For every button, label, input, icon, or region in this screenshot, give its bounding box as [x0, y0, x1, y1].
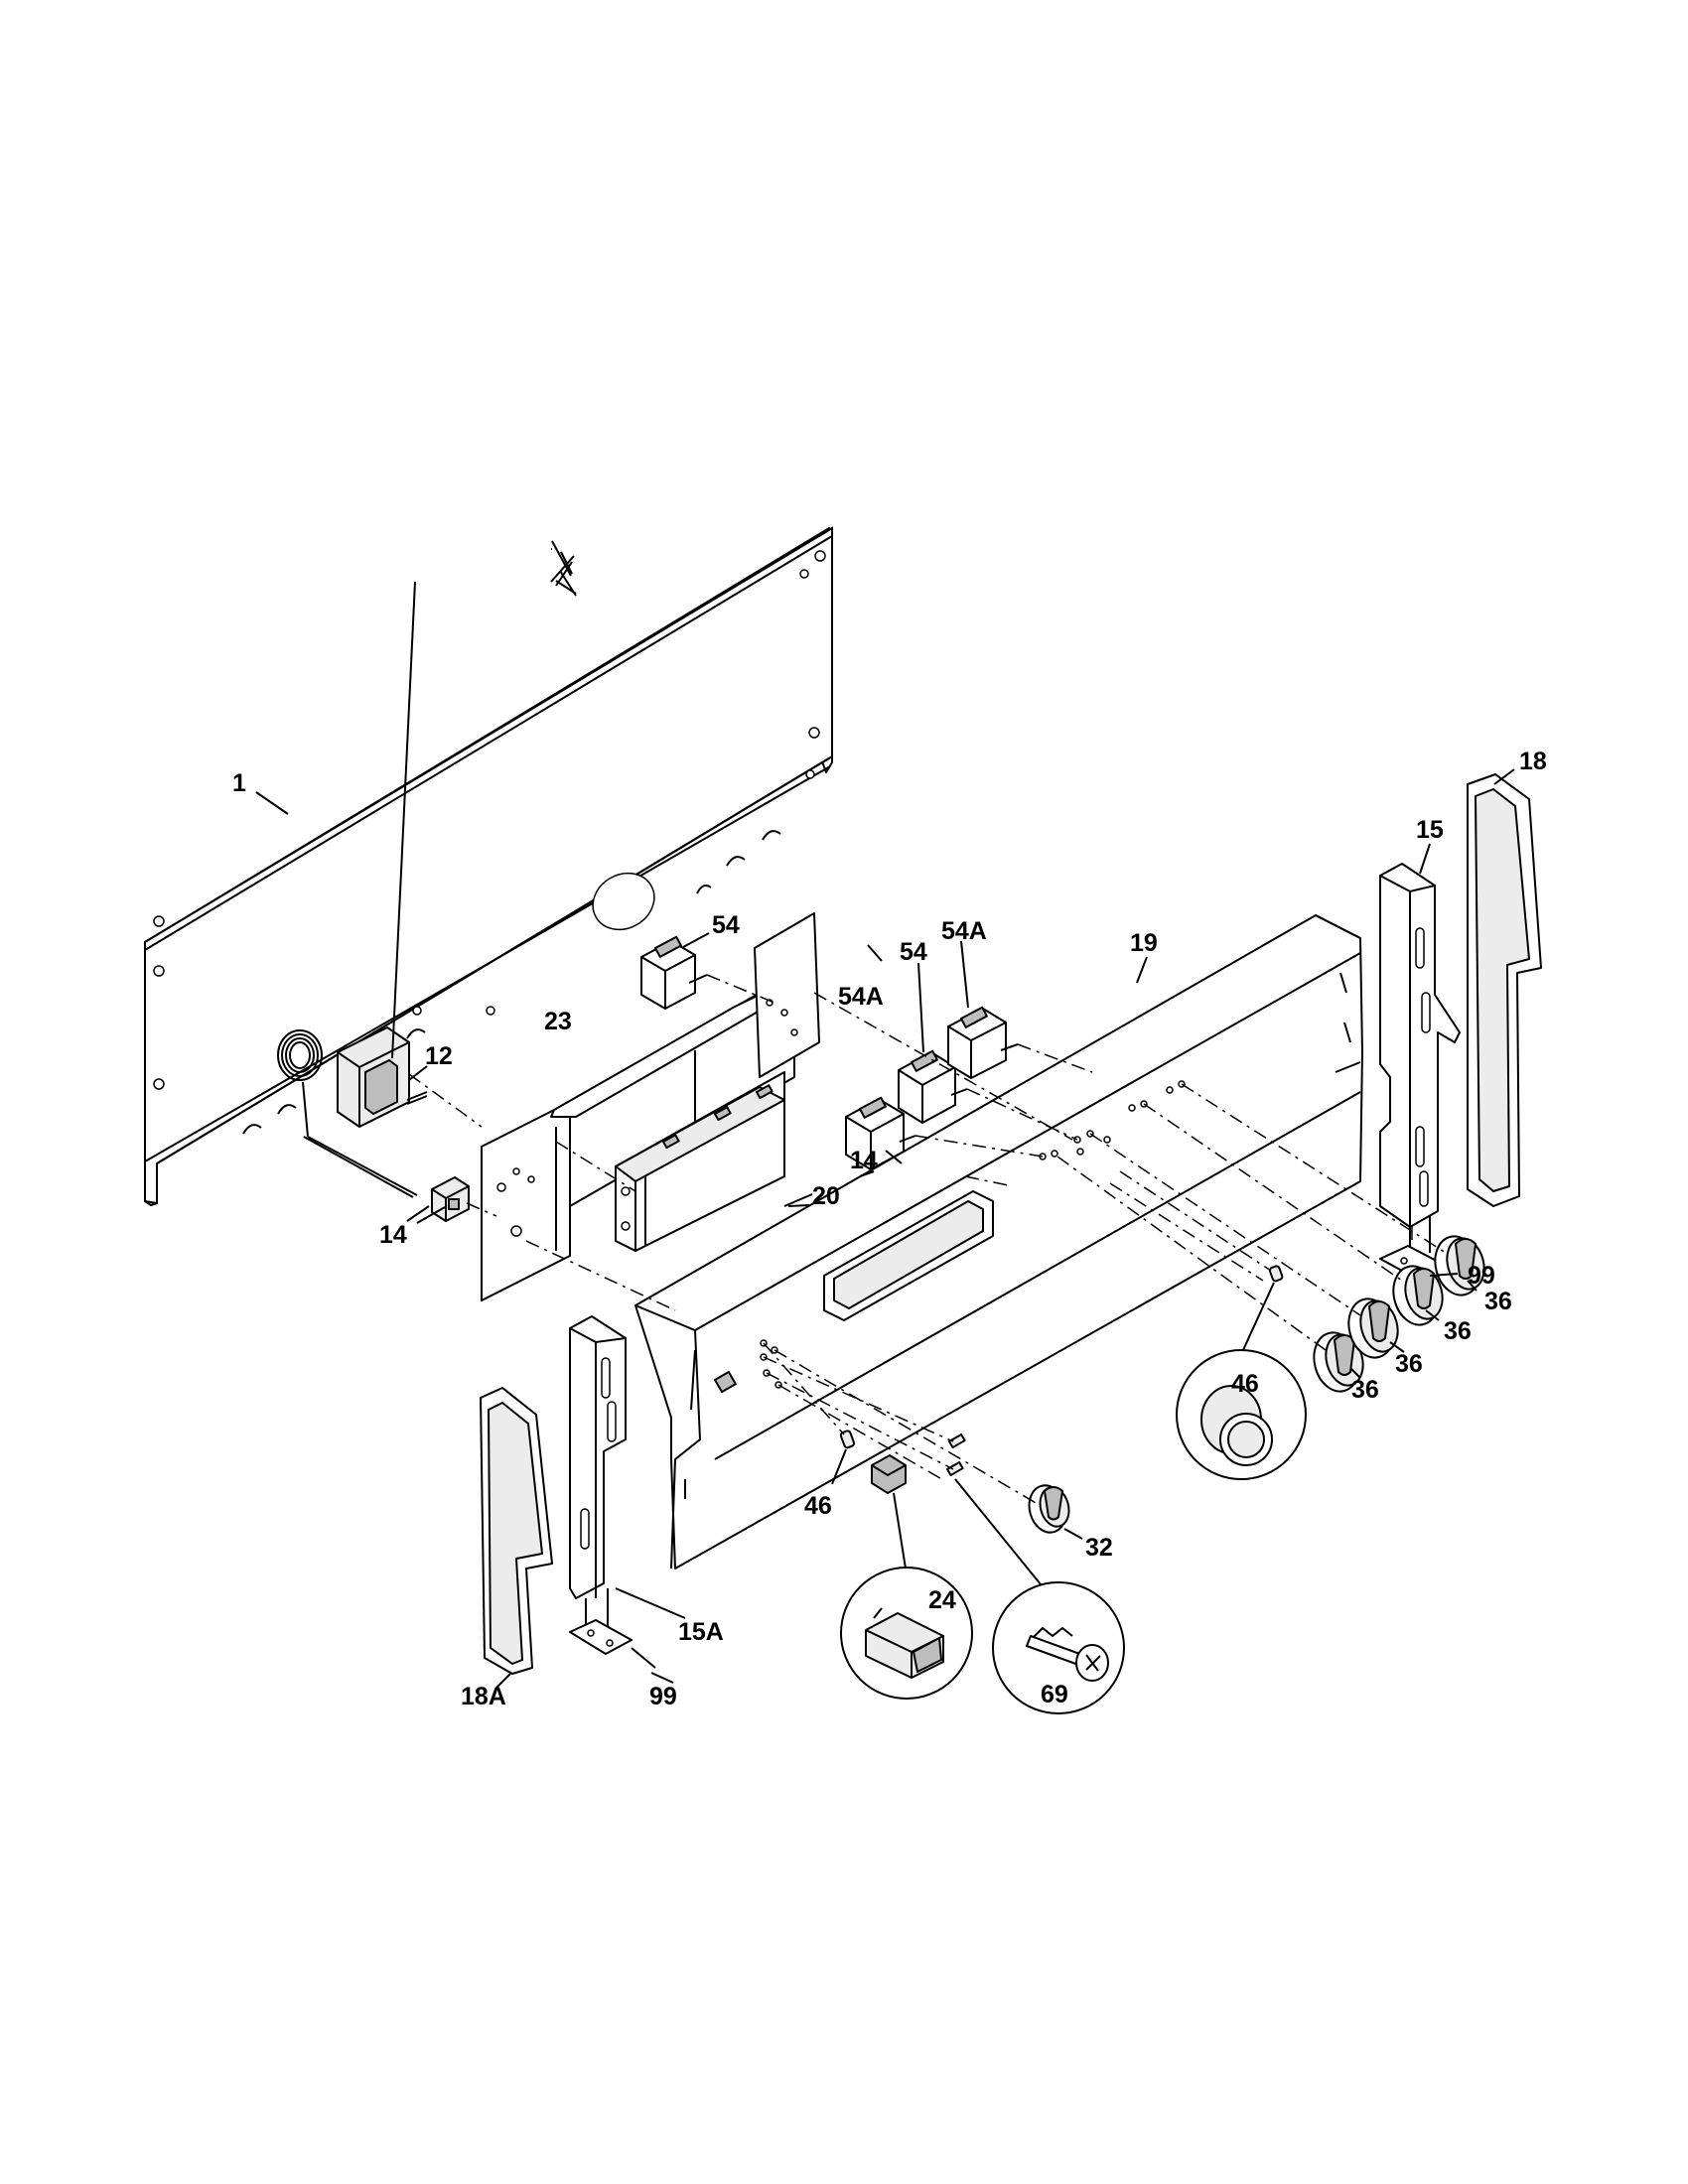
callout-46-detail: 46	[1231, 1370, 1259, 1398]
left-end-trim-part	[480, 1387, 553, 1675]
callout-15a: 15A	[678, 1618, 724, 1646]
detail-circle-indicator-light	[1176, 1349, 1307, 1480]
infinite-switch-part-2	[845, 1096, 916, 1170]
detail-circle-rocker-switch	[840, 1567, 973, 1700]
callout-36-d: 36	[1484, 1288, 1512, 1315]
control-panel-part	[634, 914, 1363, 1570]
detail-circle-screw	[992, 1581, 1125, 1714]
leader-lines	[255, 540, 1515, 1689]
callout-19: 19	[1130, 929, 1158, 957]
callout-36-c: 36	[1444, 1317, 1472, 1345]
callout-99-left: 99	[649, 1683, 677, 1710]
callout-14-right: 14	[850, 1147, 878, 1174]
callout-1: 1	[232, 769, 246, 797]
knob-part-2	[1347, 1297, 1399, 1359]
callout-20: 20	[812, 1182, 840, 1210]
callout-99-right: 99	[1468, 1262, 1495, 1290]
callout-15: 15	[1416, 816, 1444, 844]
infinite-switch-part-3	[898, 1049, 968, 1124]
alignment-lines	[408, 974, 1447, 1505]
callout-36-a: 36	[1351, 1376, 1379, 1404]
callout-12: 12	[425, 1042, 453, 1070]
screw-parts	[946, 1433, 966, 1477]
callout-54a-left: 54A	[838, 983, 884, 1011]
infinite-switch-part-1	[640, 935, 708, 1010]
callout-18a: 18A	[461, 1683, 506, 1710]
callout-18: 18	[1519, 748, 1547, 775]
callout-54a-right: 54A	[941, 917, 987, 945]
knob-part-1	[1313, 1331, 1364, 1393]
mounting-bracket-part	[481, 912, 820, 1301]
callout-14-left: 14	[379, 1221, 407, 1249]
rocker-switch-part	[871, 1454, 907, 1494]
small-switch-part-left	[431, 1176, 470, 1222]
right-end-trim-part	[1467, 773, 1542, 1207]
indicator-light-part	[839, 1265, 1284, 1449]
callout-36-b: 36	[1395, 1350, 1423, 1378]
thermostat-part	[277, 1026, 428, 1198]
knob-part-3	[1392, 1265, 1444, 1326]
electronic-control-part	[615, 1071, 785, 1252]
right-side-bracket-part	[1379, 863, 1461, 1284]
callout-32: 32	[1085, 1534, 1113, 1562]
callout-24: 24	[928, 1586, 956, 1614]
back-panel-part	[144, 526, 833, 1206]
left-side-bracket-part	[569, 1315, 633, 1655]
small-knob-part	[1028, 1484, 1070, 1534]
callout-23: 23	[544, 1008, 572, 1035]
callout-labels: 1 12 14 14 15 15A 18 18A 19 20 23 24 32 …	[232, 748, 1547, 1710]
knob-part-4	[1434, 1235, 1485, 1297]
callout-54-middle: 54	[900, 938, 927, 966]
callout-46-panel: 46	[804, 1492, 832, 1520]
infinite-switch-part-4	[947, 1006, 1019, 1079]
callout-69: 69	[1041, 1681, 1068, 1708]
callout-54-left: 54	[712, 911, 740, 939]
